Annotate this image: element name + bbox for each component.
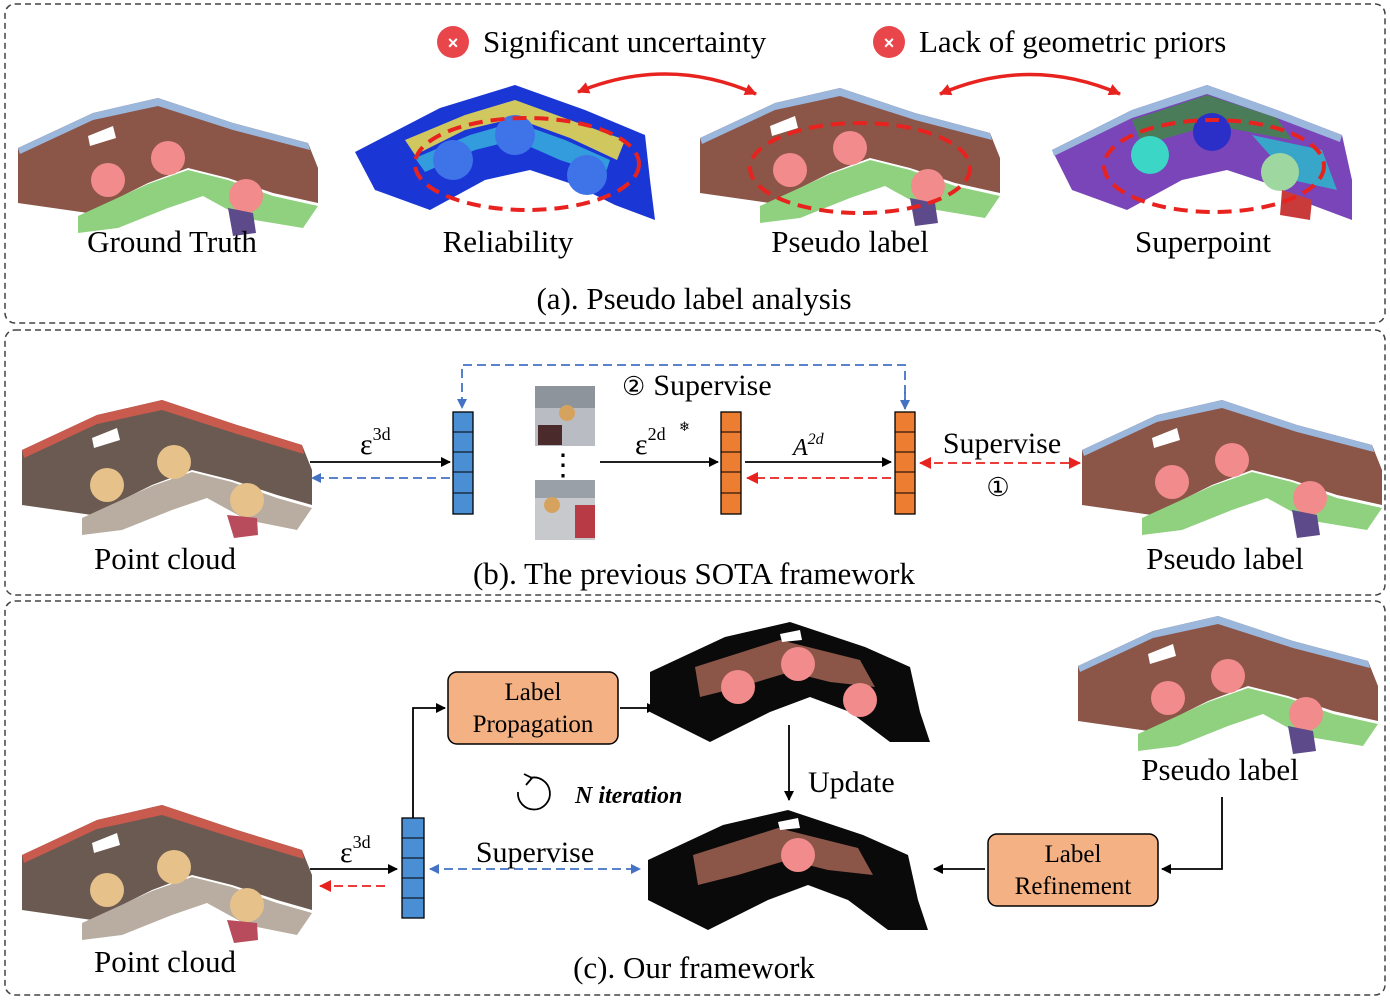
superpoint-label: Superpoint xyxy=(1135,224,1271,259)
panel-a-caption: (a). Pseudo label analysis xyxy=(536,281,851,316)
encoder-3d-label-c: ε3d xyxy=(340,832,371,869)
compare-arrow-1 xyxy=(577,72,757,96)
encoder-2d-label: ε2d xyxy=(635,424,666,461)
superpoint-image xyxy=(1052,85,1352,220)
point-cloud-image-c xyxy=(22,805,312,943)
encoder-2d-feature xyxy=(720,411,742,515)
rgb-image-thumbnail-2 xyxy=(535,480,595,540)
label-refinement-box: Label Refinement xyxy=(987,833,1159,907)
panel-b-caption: (b). The previous SOTA framework xyxy=(473,556,916,591)
panel-c-border xyxy=(4,600,1386,996)
panel-b-border xyxy=(4,329,1386,596)
supervise-right-label: Supervise xyxy=(943,427,1061,460)
point-cloud-label-c: Point cloud xyxy=(94,944,237,979)
iteration-icon xyxy=(517,773,551,811)
svg-text:Propagation: Propagation xyxy=(473,711,594,738)
warning-geometric: × Lack of geometric priors xyxy=(873,24,1226,59)
supervise-loop-arrow xyxy=(457,364,906,409)
pseudo-label-image-c xyxy=(1078,616,1378,754)
label-propagation-box: Label Propagation xyxy=(447,671,619,745)
snowflake-icon: ❄ xyxy=(679,419,690,434)
error-x-icon xyxy=(437,26,469,58)
iteration-label: N iteration xyxy=(574,783,682,809)
ground-truth-image xyxy=(18,98,318,236)
encoder-3d-label-b: ε3d xyxy=(360,424,391,461)
point-cloud-image-b xyxy=(22,400,312,538)
fused-feature xyxy=(894,411,916,515)
arrow-pseudo-to-refinement xyxy=(1161,797,1223,874)
reliability-label: Reliability xyxy=(443,224,574,259)
supervise-label-c: Supervise xyxy=(476,836,594,869)
svg-text:×: × xyxy=(448,33,459,53)
pseudo-label-image-b xyxy=(1082,400,1382,538)
svg-text:Label: Label xyxy=(1045,841,1102,868)
panel-c-caption: (c). Our framework xyxy=(573,950,815,985)
ground-truth-label: Ground Truth xyxy=(87,224,257,259)
encoder-3d-feature-c xyxy=(401,817,425,919)
svg-text:Refinement: Refinement xyxy=(1015,873,1132,900)
arrow-enc3d-to-propagation xyxy=(412,703,446,818)
warning-uncertainty-text: Significant uncertainty xyxy=(483,24,767,59)
propagated-label-image xyxy=(650,622,930,742)
warning-geometric-text: Lack of geometric priors xyxy=(919,24,1226,59)
rgb-image-thumbnail-1 xyxy=(535,386,595,446)
ellipsis-dots: ⋮ xyxy=(548,449,578,482)
adapter-label: A2d xyxy=(791,431,825,461)
warning-uncertainty: × Significant uncertainty xyxy=(437,24,767,59)
encoder-3d-feature-b xyxy=(452,411,474,515)
svg-text:×: × xyxy=(884,33,895,53)
svg-text:Label: Label xyxy=(505,679,562,706)
reliability-image xyxy=(355,85,655,220)
updated-label-image xyxy=(648,810,928,930)
pseudo-label-label-b: Pseudo label xyxy=(1146,541,1304,576)
pseudo-label-label-c: Pseudo label xyxy=(1141,752,1299,787)
pseudo-label-label-a: Pseudo label xyxy=(771,224,929,259)
panel-a-border xyxy=(4,3,1386,324)
error-x-icon xyxy=(873,26,905,58)
supervise-right-num: ① xyxy=(986,473,1009,502)
pseudo-label-image-a xyxy=(700,88,1000,226)
point-cloud-label-b: Point cloud xyxy=(94,541,237,576)
update-label: Update xyxy=(808,766,895,799)
compare-arrow-2 xyxy=(939,72,1121,96)
